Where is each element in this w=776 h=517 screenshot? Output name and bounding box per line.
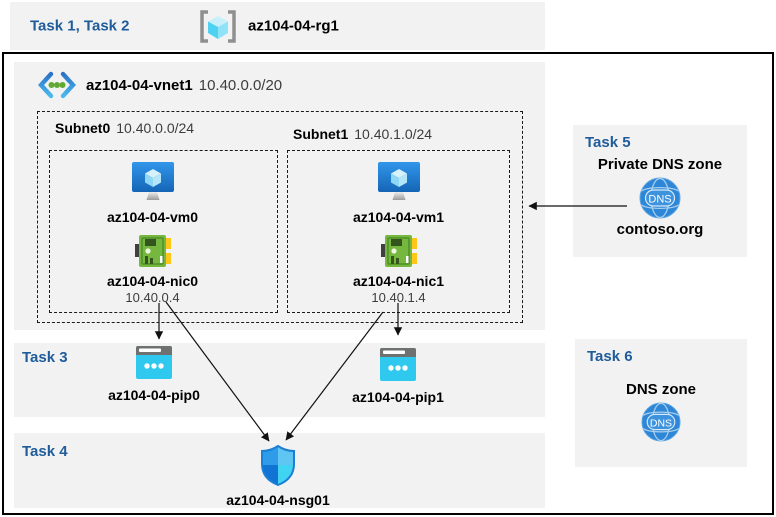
vm-name: az104-04-vm0 (106, 209, 199, 225)
vnet-cidr: 10.40.0.0/20 (198, 76, 283, 94)
dns-icon-text: DNS (650, 418, 672, 429)
vnet-name: az104-04-vnet1 (86, 76, 193, 94)
nic-ip: 10.40.1.4 (371, 290, 426, 305)
nsg-name: az104-04-nsg01 (226, 492, 330, 508)
diagram-frame (2, 52, 774, 515)
virtual-machine-icon (377, 162, 420, 200)
subnet1-name: Subnet1 (293, 126, 349, 142)
task4-label: Task 4 (22, 443, 68, 460)
subnet-box: az104-04-vm0 az104-04-nic0 10.40.0.4 (49, 150, 278, 313)
task3-band: Task 3 (14, 343, 545, 417)
nic-ip: 10.40.0.4 (125, 290, 180, 305)
subnet0-label: Subnet0 10.40.0.0/24 (55, 120, 194, 136)
task-1-2-label: Task 1, Task 2 (30, 17, 130, 35)
nsg-shield-icon (261, 445, 295, 486)
subnet0-name: Subnet0 (55, 120, 111, 136)
dns-zone-icon: DNS (639, 177, 681, 219)
subnet1-cidr: 10.40.1.0/24 (354, 126, 433, 142)
subnets-container (37, 111, 523, 323)
task3-label: Task 3 (22, 349, 68, 366)
public-ip-block: az104-04-pip1 (338, 348, 458, 405)
vnet-region: az104-04-vnet1 10.40.0.0/20 (14, 62, 545, 330)
nic-name: az104-04-nic1 (352, 273, 445, 289)
virtual-network-icon (38, 71, 76, 99)
virtual-machine-icon (131, 162, 174, 200)
dns-zone-icon: DNS (641, 402, 681, 442)
subnet-box: az104-04-vm1 az104-04-nic1 10.40.1.4 (287, 150, 510, 313)
resource-group-icon (200, 10, 236, 43)
private-dns-zone-title: Private DNS zone (597, 156, 723, 173)
public-ip-block: az104-04-pip0 (94, 346, 214, 403)
subnet1-label: Subnet1 10.40.1.0/24 (293, 126, 432, 142)
pip-name: az104-04-pip1 (352, 389, 444, 405)
network-interface-icon (380, 235, 417, 267)
pip-name: az104-04-pip0 (108, 387, 200, 403)
nic-name: az104-04-nic0 (106, 273, 199, 289)
network-interface-icon (134, 235, 171, 267)
dns-icon-text: DNS (648, 194, 671, 206)
vm-name: az104-04-vm1 (352, 209, 445, 225)
public-ip-icon (380, 348, 416, 381)
vnet-header: az104-04-vnet1 10.40.0.0/20 (38, 71, 282, 99)
nsg-block: az104-04-nsg01 (218, 445, 338, 508)
subnet0-cidr: 10.40.0.0/24 (116, 120, 195, 136)
resource-group-name: az104-04-rg1 (248, 17, 339, 35)
public-ip-icon (136, 346, 172, 379)
task5-label: Task 5 (585, 134, 631, 151)
task5-box: Task 5 Private DNS zone DNS contoso.org (573, 125, 747, 257)
task6-box: Task 6 DNS zone DNS (575, 339, 747, 467)
private-dns-zone-name: contoso.org (616, 221, 704, 238)
dns-zone-title: DNS zone (625, 381, 696, 398)
task6-label: Task 6 (587, 348, 633, 365)
resource-group-band: Task 1, Task 2 az104-04-rg1 (10, 2, 545, 50)
